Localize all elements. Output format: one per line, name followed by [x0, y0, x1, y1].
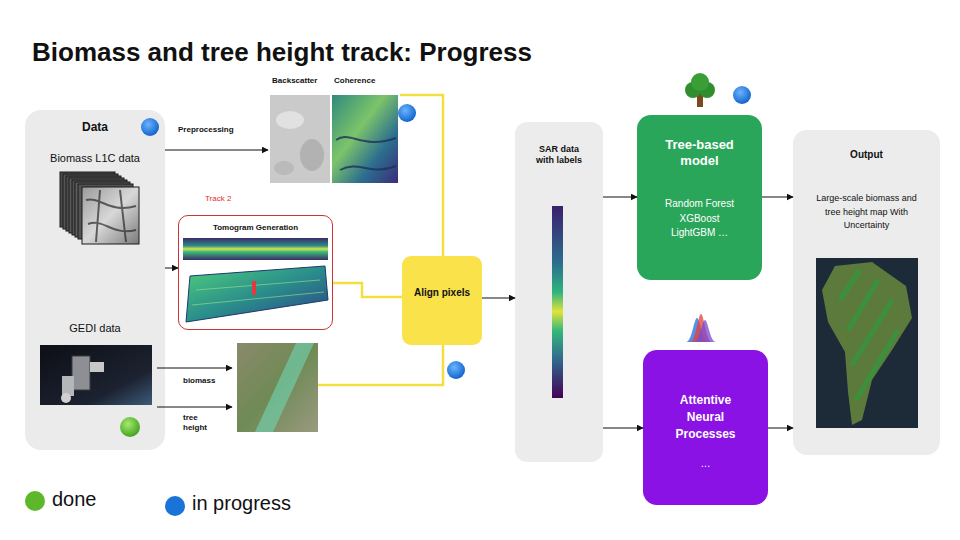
- tomogram-profile: [183, 238, 328, 260]
- sar-image: [60, 172, 115, 227]
- tree-crown: [691, 73, 709, 91]
- model-box: Tree-based modelRandom Forest XGBoost Li…: [637, 115, 762, 280]
- backscatter-texture: [300, 139, 324, 171]
- sar-image: [66, 176, 121, 231]
- illustrations: [40, 73, 918, 437]
- coherence-image: [332, 95, 398, 183]
- gedi-footprint-image: [237, 343, 318, 432]
- sar-image: [69, 178, 124, 233]
- image-pair: BackscatterCoherence: [268, 76, 400, 186]
- connector: [482, 298, 515, 299]
- connector: [762, 197, 793, 198]
- status-dot: [120, 417, 140, 437]
- box-text: Large-scale biomass and tree height map …: [815, 192, 918, 233]
- sar-image: [82, 187, 139, 244]
- box-text: Tomogram Generation: [179, 223, 332, 233]
- map-land: [822, 262, 912, 425]
- output-box: OutputLarge-scale biomass and tree heigh…: [793, 130, 940, 455]
- connector: [165, 150, 268, 151]
- connector: [165, 268, 178, 269]
- tree-crown: [685, 82, 701, 98]
- connector: [603, 197, 637, 198]
- box-text: Coherence: [334, 76, 398, 86]
- gedi-image: [40, 345, 152, 405]
- colour-bar: [552, 206, 563, 398]
- arrow: [157, 368, 232, 369]
- arrow-label: biomass: [183, 376, 233, 386]
- backscatter-texture: [274, 161, 294, 175]
- connector: [333, 283, 402, 297]
- tomogram-marker: [252, 281, 256, 295]
- status-dot: [398, 104, 416, 122]
- sar-texture: [86, 190, 136, 242]
- data-panel: DataBiomass L1C dataGEDI data: [25, 110, 165, 450]
- align-box: Align pixels: [402, 256, 482, 345]
- distribution-curve: [686, 318, 708, 342]
- tree-crown: [699, 82, 715, 98]
- arrow: [157, 407, 232, 408]
- box-heading: Output: [793, 149, 940, 162]
- satellite-lens: [61, 393, 71, 403]
- satellite-instrument: [90, 362, 104, 372]
- box-text: …: [643, 458, 768, 471]
- box-heading: Track 2: [205, 194, 265, 204]
- model-box: Attentive Neural Processes …: [643, 350, 768, 505]
- track-box: Track 2Tomogram Generation: [178, 215, 333, 330]
- sar-image: [78, 184, 133, 239]
- yellow-wire: [318, 345, 443, 385]
- box-text: GEDI data: [25, 322, 165, 336]
- status-dot: [733, 86, 751, 104]
- map-swaths: [840, 270, 898, 400]
- distribution-curve: [694, 320, 716, 342]
- sar-image: [72, 180, 127, 235]
- legend-swatch: [165, 496, 185, 516]
- box-heading: Align pixels: [402, 287, 482, 300]
- coherence-texture: [336, 137, 396, 170]
- dataset-box: SAR data with labels: [515, 122, 603, 462]
- diagram-title: Biomass and tree height track: Progress: [32, 36, 532, 69]
- arrow-label: tree height: [183, 413, 213, 433]
- legend-swatch: [25, 491, 45, 511]
- edge-label: Preprocessing: [178, 125, 234, 135]
- legend-text: in progress: [192, 491, 291, 516]
- tomogram-texture: [192, 280, 324, 305]
- box-text: Random Forest XGBoost LightGBM …: [662, 197, 737, 241]
- connector: [768, 428, 793, 429]
- satellite-instrument: [62, 376, 74, 396]
- box-heading: Attentive Neural Processes: [663, 392, 748, 442]
- legend-text: done: [52, 487, 97, 512]
- status-dot: [447, 361, 465, 379]
- satellite-body: [72, 356, 90, 390]
- sar-image: [63, 174, 118, 229]
- box-heading: Tree-based model: [647, 137, 752, 170]
- box-heading: Backscatter: [272, 76, 334, 86]
- sar-image: [75, 182, 130, 237]
- distribution-curve: [690, 314, 712, 342]
- backscatter-texture: [276, 111, 304, 129]
- connector: [603, 428, 643, 429]
- connector: [400, 95, 443, 256]
- gedi-track: [255, 343, 314, 432]
- box-heading: Data: [25, 120, 165, 135]
- map-image: [816, 258, 918, 428]
- connector-layer: [165, 95, 793, 428]
- status-dot: [141, 118, 159, 136]
- backscatter-image: [270, 95, 330, 183]
- tomogram-surface: [186, 266, 328, 322]
- box-heading: SAR data with labels: [531, 144, 587, 167]
- tree-trunk: [697, 94, 703, 107]
- box-text: Biomass L1C data: [25, 152, 165, 166]
